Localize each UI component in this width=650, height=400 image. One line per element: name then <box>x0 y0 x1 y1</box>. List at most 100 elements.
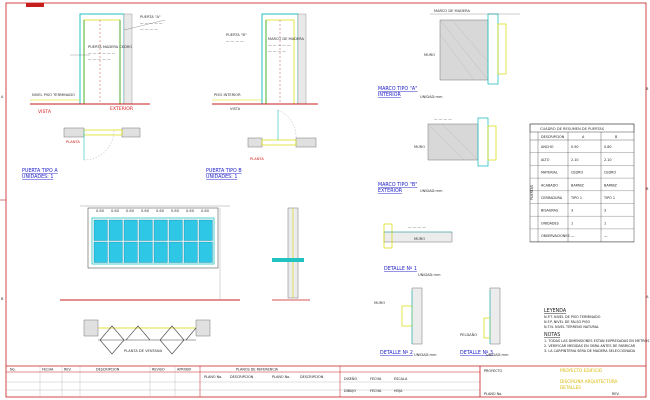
ref-col-4: DESCRIPCION <box>300 375 324 379</box>
tb-rev: REV. <box>612 392 619 396</box>
schedule-cell: CEDRO <box>604 171 616 175</box>
window-pane <box>198 219 213 241</box>
svg-text:PUERTA "A": PUERTA "A" <box>140 15 161 19</box>
window-pane <box>138 241 153 263</box>
door-b-note-floor: PISO INTERIOR <box>214 93 241 97</box>
tb-project-line: PROYECTO EDIFICIO <box>560 368 603 373</box>
window-pane <box>93 241 108 263</box>
ref-header: PLANOS DE REFERENCIA <box>236 368 279 372</box>
rev-head-no: No. <box>10 368 16 372</box>
window-plan-label: PLANTA DE VENTANA <box>124 349 163 353</box>
window-dim-3: 0.60 <box>126 209 135 213</box>
schedule-cell: BARNIZ <box>571 183 585 187</box>
window-pane <box>198 241 213 263</box>
marco-a-title: MARCO TIPO "A" <box>378 86 417 92</box>
tb-sheet-desc: DISCIPLINA ARQUITECTURA <box>560 379 618 384</box>
door-a-note-main: PUERTA MADERA CEDRO <box>88 45 132 49</box>
door-a-subtitle: UNIDADES: 1 <box>22 174 53 180</box>
frame-letter-right-3: A <box>646 295 649 299</box>
schedule-cell: OBSERVACIONES <box>541 234 570 238</box>
sign-2-c: HOJA <box>394 389 403 393</box>
schedule-cell: TIPO 1 <box>570 196 582 200</box>
sign-1-c: ESCALA <box>394 377 408 381</box>
window-dim-8: 0.60 <box>201 209 210 213</box>
schedule-cell: 2.10 <box>571 158 579 162</box>
marco-b-subtitle: EXTERIOR <box>378 188 403 194</box>
schedule-cell: 1 <box>571 221 573 225</box>
svg-text:— — — —: — — — — <box>140 27 158 31</box>
legend: LEYENDA N.P.T. NIVEL DE PISO TERMINADO N… <box>544 308 649 353</box>
marco-b-detail: — — — — MURO MARCO TIPO "B" EXTERIOR UNI… <box>378 117 497 194</box>
detail-1-title: DETALLE Nº 1 <box>384 266 417 272</box>
sign-2-a: DIBUJO <box>344 389 356 393</box>
note-2: 2. VERIFICAR MEDIDAS EN OBRA ANTES DE FA… <box>544 344 636 348</box>
ref-col-2: DESCRIPCION <box>230 375 254 379</box>
detail-1-unit: UNIDAD:mm <box>418 273 441 277</box>
notes-title: NOTAS <box>544 332 560 338</box>
rev-head-rev: REV. <box>64 368 71 372</box>
schedule-cell: BARNIZ <box>604 183 618 187</box>
window-pane <box>168 241 183 263</box>
detail-3: PELDAÑO DETALLE Nº 3 UNIDAD:mm <box>460 287 509 357</box>
legend-item-2: N.F.P. NIVEL DE FALSO PISO <box>544 320 591 324</box>
tb-plan-no: PLANO No. <box>484 392 502 396</box>
svg-text:— — — — —: — — — — — <box>88 57 111 61</box>
schedule-head-1: A <box>582 135 585 139</box>
tb-sheet-desc2: DETALLES <box>560 385 581 390</box>
legend-item-3: N.T.N. NIVEL TERRENO NATURAL <box>544 325 599 329</box>
window-dim-5: 0.60 <box>156 209 165 213</box>
detail-2-title: DETALLE Nº 2 <box>380 350 413 356</box>
rev-head-reviso: REVISO <box>152 368 165 372</box>
frame-letter-left-b: B <box>1 297 4 301</box>
svg-text:— — — —: — — — — <box>226 39 244 43</box>
window-pane <box>123 219 138 241</box>
detail-3-tag: PELDAÑO <box>460 332 477 337</box>
schedule-cell: ALTO <box>541 158 550 162</box>
frame-mark <box>26 3 44 7</box>
detail-2-unit: UNIDAD:mm <box>414 353 437 357</box>
door-a-elevation: PUERTA MADERA CEDRO — — — — — — — — — — … <box>30 13 166 115</box>
schedule-cell: 0.90 <box>571 145 579 149</box>
door-b-plan: PLANTA PUERTA TIPO B UNIDADES: 1 <box>206 109 317 180</box>
legend-title: LEYENDA <box>544 308 567 314</box>
ref-col-1: PLANO No. <box>204 375 222 379</box>
window-pane <box>123 241 138 263</box>
tb-project: PROYECTO <box>484 369 503 373</box>
schedule-cell: 3 <box>571 209 573 213</box>
marco-a-unit: UNIDAD:mm <box>420 95 443 99</box>
sign-2-b: FECHA <box>370 389 382 393</box>
sign-1-b: FECHA <box>370 377 382 381</box>
schedule-cell: TIPO 1 <box>603 196 615 200</box>
schedule-cell: ANCHO <box>541 145 554 149</box>
window-pane <box>183 241 198 263</box>
marco-b-title: MARCO TIPO "B" <box>378 182 417 188</box>
schedule-cell: 1 <box>604 221 606 225</box>
window-dim-2: 0.60 <box>111 209 120 213</box>
door-b-elevation: MARCO DE MADERA — — — — — — — — — PUERTA… <box>212 13 318 111</box>
svg-text:PUERTA "B": PUERTA "B" <box>226 33 247 37</box>
schedule-cell: 0.80 <box>604 145 612 149</box>
detail-1: — — — — MURO DETALLE Nº 1 UNIDAD:mm <box>383 223 453 277</box>
marco-b-unit: UNIDAD:mm <box>420 189 443 193</box>
door-a-label-inside: VISTA <box>38 109 52 115</box>
schedule-cell: 3 <box>604 209 606 213</box>
schedule-side: PUERTAS <box>530 185 534 200</box>
door-schedule: CUADRO DE RESUMEN DE PUERTAS DESCRIPCION… <box>529 123 635 243</box>
detail-2: MURO DETALLE Nº 2 UNIDAD:mm <box>374 287 437 357</box>
door-b-title: PUERTA TIPO B <box>206 168 242 174</box>
detail-3-title: DETALLE Nº 3 <box>460 350 493 356</box>
window-pane <box>168 219 183 241</box>
schedule-cell: CEDRO <box>571 171 583 175</box>
marco-a-side: MURO <box>424 53 435 57</box>
schedule-cell: 2.10 <box>604 158 612 162</box>
marco-a-subtitle: INTERIOR <box>378 92 401 98</box>
frame-letter-right-1: B <box>646 87 649 91</box>
window-pane <box>108 241 123 263</box>
note-1: 1. TODAS LAS DIMENSIONES ESTAN EXPRESADA… <box>544 339 649 343</box>
door-a-plan: PLANTA PUERTA TIPO A UNIDADES: 1 <box>22 127 141 180</box>
door-a-title: PUERTA TIPO A <box>22 168 58 174</box>
window-pane <box>153 241 168 263</box>
title-block: No. FECHA REV. DESCRIPCION REVISO APROBO… <box>6 365 646 397</box>
schedule-cell: UNIDADES <box>541 221 559 225</box>
